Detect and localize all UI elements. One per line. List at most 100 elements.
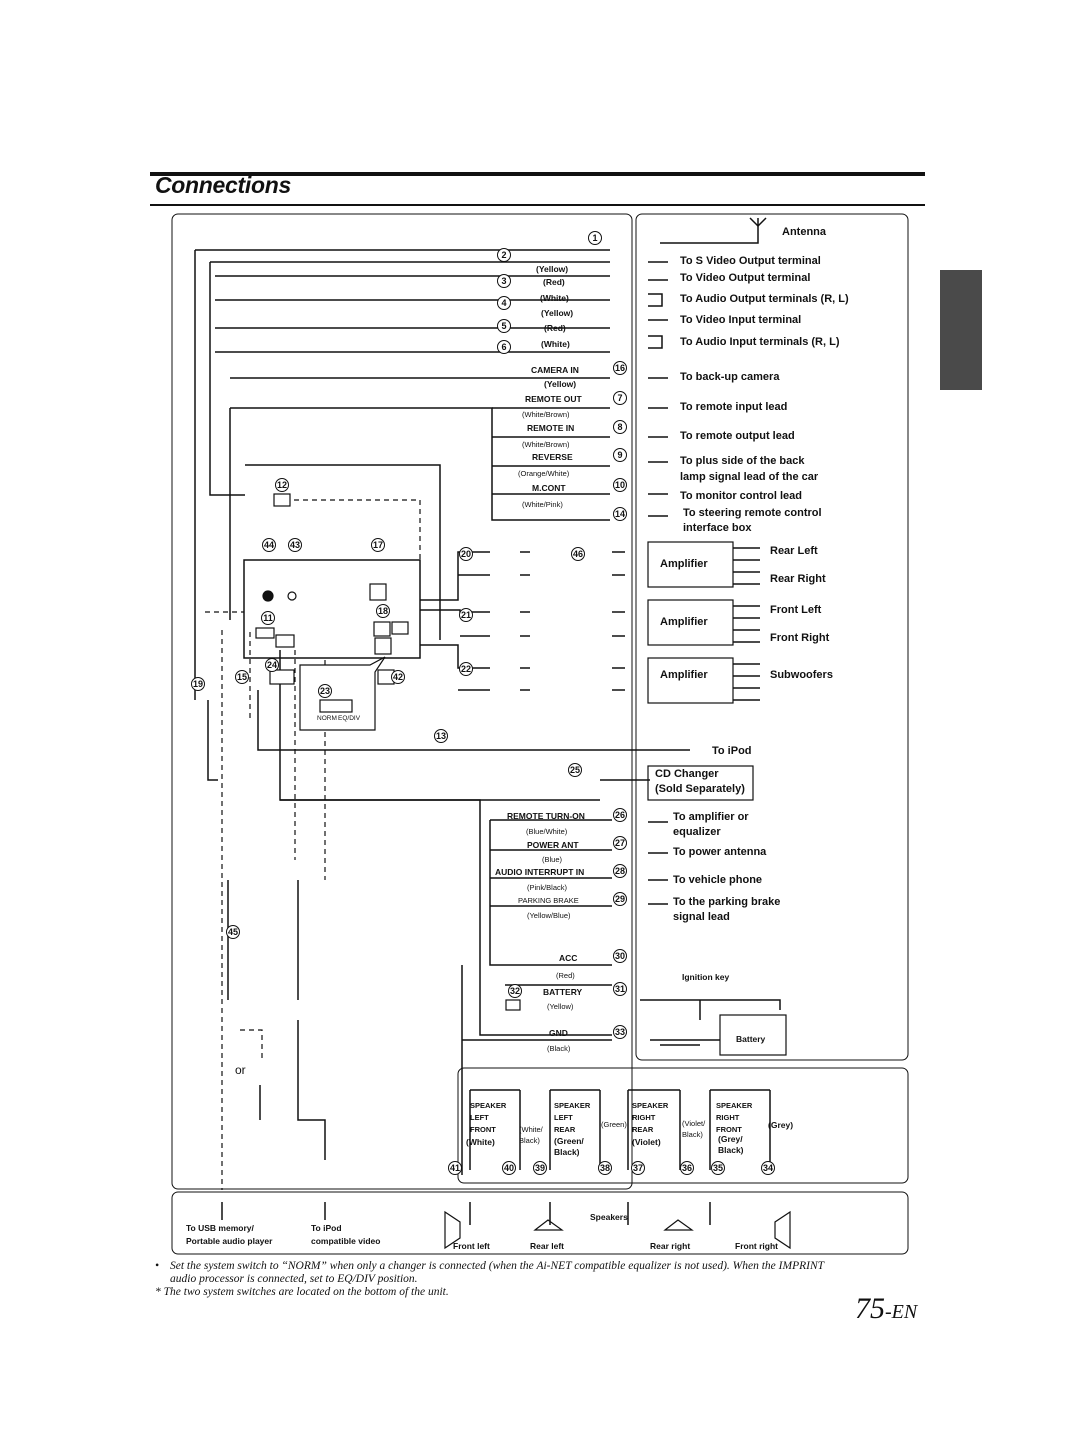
note-line-2: audio processor is connected, set to EQ/…	[170, 1273, 418, 1285]
usb-label-1: To USB memory/	[186, 1223, 254, 1233]
wire-label: (Orange/White)	[518, 469, 570, 478]
callout-number: 22	[459, 662, 473, 676]
callout-number: 36	[680, 1161, 694, 1175]
wire-label: REVERSE	[532, 452, 573, 462]
usb-label-2: Portable audio player	[186, 1236, 273, 1246]
wire-label: (Red)	[544, 323, 566, 333]
callout-number: 20	[459, 547, 473, 561]
amplifier-label: Amplifier	[660, 558, 708, 570]
wire-label: (Yellow)	[544, 379, 577, 389]
wire-label: ACC	[559, 953, 578, 963]
callout-number: 15	[235, 670, 249, 684]
callout-number: 5	[497, 319, 511, 333]
wire-label: (Blue/White)	[526, 827, 568, 836]
amplifier-label: Amplifier	[660, 616, 708, 628]
amp-output-label: Subwoofers	[770, 669, 833, 681]
wire-label: (Blue)	[542, 855, 563, 864]
rear-left-label: Rear left	[530, 1241, 565, 1251]
wire-label: (Black)	[547, 1044, 571, 1053]
wire-label: (White/Brown)	[522, 440, 570, 449]
front-left-label: Front left	[453, 1241, 490, 1251]
amplifier-label: Amplifier	[660, 669, 708, 681]
wire-label: AUDIO INTERRUPT IN	[495, 867, 585, 877]
callout-number: 9	[613, 448, 627, 462]
wire-label: (Yellow/Blue)	[527, 911, 571, 920]
switch-eqdiv-label: EQ/DIV	[338, 715, 361, 722]
section-tab	[940, 270, 982, 390]
callout-number: 46	[571, 547, 585, 561]
callout-number: 23	[318, 684, 332, 698]
s-video-out-label: To S Video Output terminal	[680, 255, 821, 267]
wire-label: (Yellow)	[541, 308, 574, 318]
ipod-video-label-1: To iPod	[311, 1223, 342, 1233]
wire-label: GND	[549, 1028, 568, 1038]
wire-label: (White)	[540, 293, 569, 303]
antenna-label: Antenna	[782, 226, 826, 238]
callout-number: 13	[434, 729, 448, 743]
callout-number: 18	[376, 604, 390, 618]
steering-label-1: To steering remote control	[683, 507, 822, 519]
callout-number: 30	[613, 949, 627, 963]
wire-label: CAMERA IN	[531, 365, 579, 375]
video-in-label: To Video Input terminal	[680, 314, 802, 326]
backup-camera-label: To back-up camera	[680, 371, 780, 383]
title-rule	[150, 172, 925, 176]
remote-input-label: To remote input lead	[680, 401, 788, 413]
speaker-lead-color: (Grey)	[768, 1120, 794, 1130]
wire-label: (White/Pink)	[522, 500, 563, 509]
changer-label-1: CD Changer	[655, 768, 719, 780]
wire-label: (Red)	[556, 971, 575, 980]
wire-label: (White)	[541, 339, 570, 349]
wire-label: M.CONT	[532, 483, 566, 493]
wire-label: BATTERY	[543, 987, 583, 997]
amp-output-label: Front Right	[770, 632, 830, 644]
callout-number: 14	[613, 507, 627, 521]
callout-number: 17	[371, 538, 385, 552]
vehicle-phone-label: To vehicle phone	[673, 874, 763, 886]
callout-number: 31	[613, 982, 627, 996]
parking-label-1: To the parking brake	[673, 896, 781, 908]
or-text: or	[235, 1063, 246, 1077]
callout-number: 12	[275, 478, 289, 492]
remote-output-label: To remote output lead	[680, 430, 795, 442]
callout-number: 21	[459, 608, 473, 622]
speakers-label: Speakers	[590, 1212, 628, 1222]
wire-label: REMOTE OUT	[525, 394, 582, 404]
wire-label: (White/Brown)	[522, 410, 570, 419]
callout-number: 32	[508, 984, 522, 998]
callout-number: 26	[613, 808, 627, 822]
callout-number: 7	[613, 391, 627, 405]
ipod-video-label-2: compatible video	[311, 1236, 381, 1246]
page-title: Connections	[155, 172, 291, 198]
callout-number: 42	[391, 670, 405, 684]
callout-number: 37	[631, 1161, 645, 1175]
note-line-1: Set the system switch to “NORM” when onl…	[170, 1260, 825, 1272]
bullet-marker: •	[155, 1260, 160, 1272]
parking-label-2: signal lead	[673, 911, 730, 923]
callout-number: 3	[497, 274, 511, 288]
wire-label: (Pink/Black)	[527, 883, 568, 892]
callout-number: 44	[262, 538, 276, 552]
callout-number: 43	[288, 538, 302, 552]
speaker-lead-color: (Violet)	[632, 1137, 661, 1147]
wire-label: (Red)	[543, 277, 565, 287]
switch-norm-label: NORM	[317, 715, 337, 722]
callout-number: 35	[711, 1161, 725, 1175]
page-number: 75-EN	[855, 1292, 918, 1325]
audio-out-label: To Audio Output terminals (R, L)	[680, 293, 849, 305]
callout-number: 2	[497, 248, 511, 262]
callout-number: 4	[497, 296, 511, 310]
callout-number: 28	[613, 864, 627, 878]
amp-eq-label-1: To amplifier or	[673, 811, 749, 823]
callout-number: 33	[613, 1025, 627, 1039]
callout-number: 29	[613, 892, 627, 906]
wire-label: (Yellow)	[547, 1002, 574, 1011]
amp-output-label: Front Left	[770, 604, 822, 616]
callout-number: 10	[613, 478, 627, 492]
callout-number: 27	[613, 836, 627, 850]
video-out-label: To Video Output terminal	[680, 272, 811, 284]
